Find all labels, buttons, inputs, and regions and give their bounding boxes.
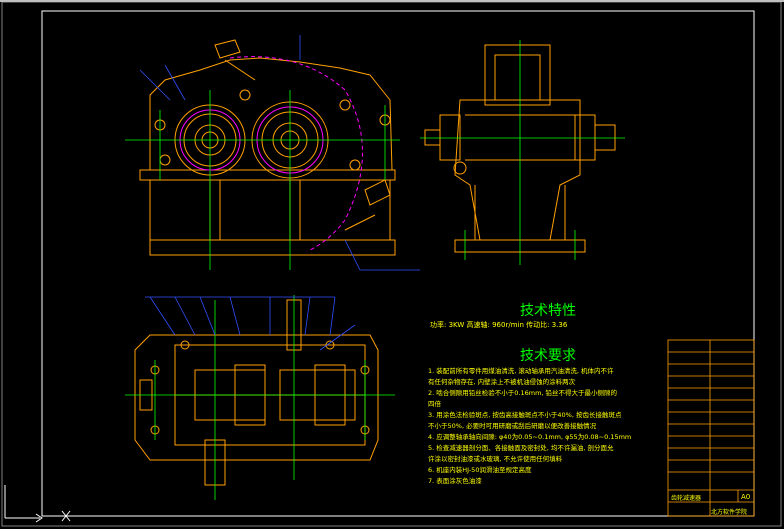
- requirement-line: 4. 应调整轴承轴向间隙: φ40为0.05~0.1mm, φ55为0.08~0…: [428, 433, 632, 441]
- tech-requirements-title: 技术要求: [520, 348, 576, 364]
- front-view-hidden: [179, 56, 363, 251]
- requirement-line: 5. 检查减速器剖分面、各接触面及密封处, 均不许漏油, 剖分面允: [428, 444, 614, 452]
- requirement-line: 2. 啮合侧隙用铅丝检验不小于0.16mm, 铅丝不得大于最小侧隙的: [428, 389, 618, 397]
- requirement-line: 7. 表面涂灰色油漆: [428, 477, 482, 485]
- requirement-line: 6. 机座内装HJ-50润滑油至规定高度: [428, 466, 532, 474]
- side-view-centerlines: [420, 40, 625, 265]
- tech-spec-line: 功率: 3KW 高速轴: 960r/min 传动比: 3.36: [430, 321, 568, 329]
- front-view: [139, 39, 467, 256]
- requirements-list: 1. 装配前所有零件用煤油清洗, 滚动轴承用汽油清洗, 机体内不许 有任何杂物存…: [428, 366, 668, 487]
- title-block-name: 齿轮减速器: [671, 495, 702, 502]
- top-view: [134, 299, 379, 486]
- top-view-dimensions: [145, 296, 356, 351]
- requirement-line: 3. 用涂色法检验斑点, 按齿高接触斑点不小于40%, 按齿长接触斑点: [428, 411, 622, 419]
- title-block: [667, 339, 755, 517]
- requirement-line: 1. 装配前所有零件用煤油清洗, 滚动轴承用汽油清洗, 机体内不许: [428, 367, 614, 375]
- ucs-axis-icon: [4, 485, 71, 523]
- requirement-line: 四倍: [428, 400, 441, 408]
- front-view-dimensions: [139, 35, 420, 271]
- requirement-line: 有任何杂物存在, 内壁涂上不被机油侵蚀的涂料两次: [428, 378, 576, 386]
- front-view-centerlines: [125, 90, 400, 270]
- tech-features-title: 技术特性: [520, 303, 576, 319]
- title-block-size: A0: [741, 493, 751, 501]
- title-block-school: 北方软件学院: [711, 509, 748, 516]
- top-view-centerlines: [125, 295, 395, 500]
- requirement-line: 许涂以密封油漆或水玻璃, 不允许使用任何填料: [428, 455, 563, 463]
- sheet-border: [41, 10, 755, 517]
- requirement-line: 不小于50%, 必要时可用研磨或刮后研磨以便改善接触情况: [428, 422, 597, 430]
